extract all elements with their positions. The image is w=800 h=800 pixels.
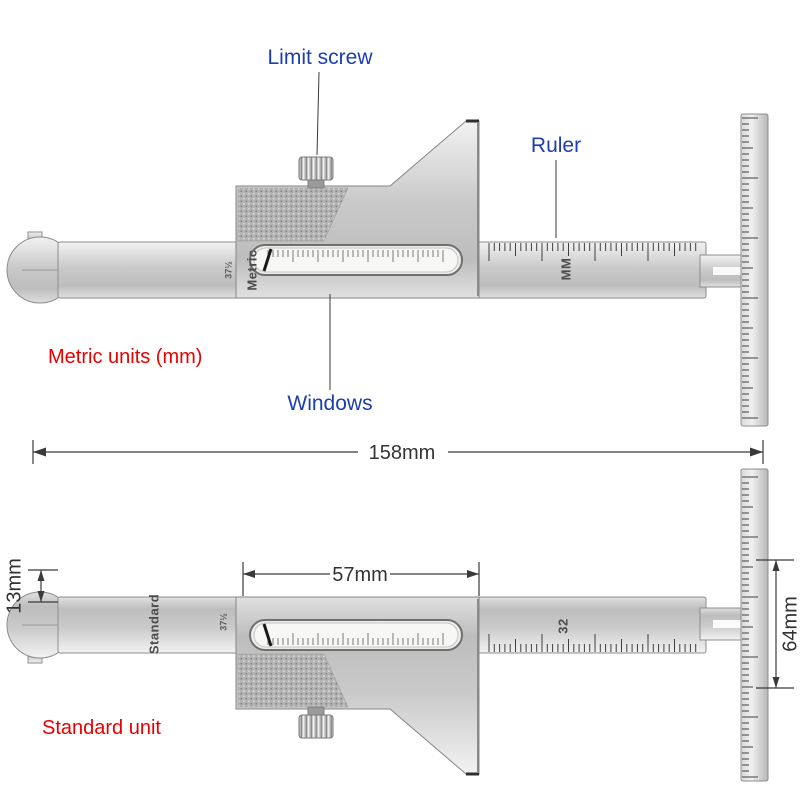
callout-limit-screw: Limit screw xyxy=(267,46,373,156)
metric-units-label: Metric units (mm) xyxy=(48,346,202,368)
standard-unit-label: Standard unit xyxy=(42,717,161,739)
rod-length-value: 64mm xyxy=(779,596,800,652)
ruler-label: Ruler xyxy=(531,134,581,157)
dimension-slider-width: 57mm xyxy=(242,562,480,596)
jaw-height-value: 13mm xyxy=(3,558,25,614)
metric-fraction-stamp: 37½ xyxy=(223,261,233,279)
dimension-overall-length: 158mm xyxy=(32,440,764,464)
callout-ruler: Ruler xyxy=(531,134,581,238)
metric-scale-stamp: Metric xyxy=(244,249,259,290)
dimension-rod-length: 64mm xyxy=(756,559,800,689)
slider-width-value: 57mm xyxy=(332,564,388,586)
limit-screw-leader-line xyxy=(316,71,320,156)
standard-unit-stamp: 32 xyxy=(555,618,570,633)
metric-caliper xyxy=(5,112,770,428)
standard-scale-stamp: Standard xyxy=(146,594,161,654)
overall-length-value: 158mm xyxy=(369,442,436,464)
limit-screw-label: Limit screw xyxy=(267,46,373,69)
standard-fraction-stamp: 37½ xyxy=(218,613,228,631)
metric-unit-stamp: MM xyxy=(558,258,573,281)
dimension-jaw-height: 13mm xyxy=(3,558,58,614)
windows-label: Windows xyxy=(287,392,372,415)
callout-windows: Windows xyxy=(287,294,373,415)
